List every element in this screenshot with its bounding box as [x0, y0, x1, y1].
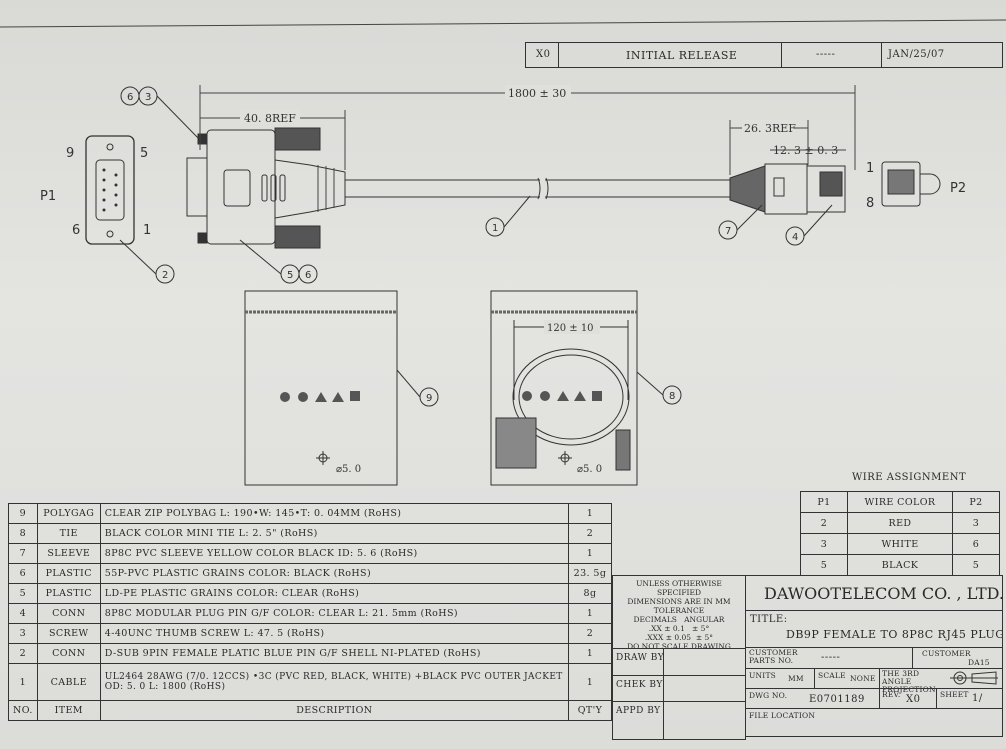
balloons: 6 3 2 5 6 1 7 4 9 8	[119, 86, 833, 407]
scale-label: SCALE	[818, 671, 846, 680]
dimension-db9-length: 40. 8REF	[244, 112, 296, 125]
p1-pin-1: 1	[143, 223, 151, 238]
balloon-6-bottom: 6	[298, 264, 318, 284]
svg-text:8: 8	[669, 391, 675, 402]
sheet-value: 1/	[972, 693, 983, 704]
svg-text:2: 2	[162, 270, 168, 281]
p1-connector-face	[85, 135, 135, 245]
title-block: DAWOOTELECOM CO. , LTD. TITLE: DB9P FEMA…	[745, 575, 1003, 737]
dimension-plug-length: 12. 3 ± 0. 3	[773, 144, 838, 157]
dimension-coil: 120 ± 10	[547, 323, 594, 334]
drawing-title: DB9P FEMALE TO 8P8C RJ45 PLUG	[786, 628, 1003, 641]
check-by-label: CHEK BY	[616, 680, 663, 690]
revision-description: INITIAL RELEASE	[626, 49, 738, 62]
balloon-6-top: 6	[120, 86, 140, 106]
rj45-side-view	[729, 163, 846, 215]
balloon-9: 9	[419, 387, 439, 407]
balloon-7: 7	[718, 220, 738, 240]
p1-pin-9: 9	[66, 146, 74, 161]
draw-by-label: DRAW BY	[616, 653, 665, 663]
p1-pin-5: 5	[140, 146, 148, 161]
rj45-face-view	[881, 161, 941, 207]
p1-pin-6: 6	[72, 223, 80, 238]
balloon-3-top: 3	[138, 86, 158, 106]
approved-by-label: APPD BY	[616, 706, 661, 716]
file-location-label: FILE LOCATION	[749, 711, 816, 720]
svg-text:5: 5	[287, 270, 293, 281]
units-label: UNITS	[749, 671, 776, 680]
third-angle-projection-icon	[950, 671, 998, 685]
scale-value: NONE	[850, 674, 876, 683]
customer-parts-label: CUSTOMER PARTS NO.	[749, 648, 798, 665]
p1-label: P1	[40, 189, 56, 204]
svg-text:4: 4	[792, 232, 798, 243]
hole-size-right: ⌀5. 0	[577, 464, 602, 475]
svg-text:6: 6	[305, 270, 311, 281]
company-name: DAWOOTELECOM CO. , LTD.	[764, 584, 1003, 603]
units-value: MM	[788, 674, 804, 683]
balloon-1: 1	[485, 217, 505, 237]
frame-border	[0, 19, 1006, 28]
balloon-2: 2	[155, 264, 175, 284]
revision-value: X0	[906, 694, 921, 705]
svg-text:7: 7	[725, 226, 731, 237]
drawing-number: E0701189	[809, 694, 865, 705]
customer-label: CUSTOMER	[922, 649, 971, 658]
revision-code: X0	[536, 49, 551, 60]
balloon-5-bottom: 5	[280, 264, 300, 284]
customer-value: DA15	[968, 658, 990, 667]
tolerance-block: UNLESS OTHERWISE SPECIFIED DIMENSIONS AR…	[612, 575, 746, 651]
customer-parts-value: -----	[821, 652, 841, 663]
dimension-rj45-length: 26. 3REF	[744, 122, 796, 135]
balloon-8: 8	[662, 385, 682, 405]
wire-assignment-title: WIRE ASSIGNMENT	[852, 472, 967, 483]
projection-label: THE 3RD ANGLE PROJECTION	[882, 669, 936, 694]
sheet-label: SHEET	[940, 690, 969, 699]
p2-pin-8: 8	[866, 196, 874, 211]
p2-label: P2	[950, 181, 966, 196]
revision-block: X0 INITIAL RELEASE ----- JAN/25/07	[525, 42, 1003, 68]
svg-text:1: 1	[492, 223, 498, 234]
signoff-block: DRAW BY CHEK BY APPD BY	[612, 648, 746, 740]
svg-text:6: 6	[127, 92, 133, 103]
svg-text:9: 9	[426, 393, 432, 404]
revision-by: -----	[816, 49, 836, 60]
dimension-total-length: 1800 ± 30	[508, 87, 566, 100]
revision-label: REV.	[882, 690, 901, 699]
svg-text:3: 3	[145, 92, 151, 103]
drawing-number-label: DWG NO.	[749, 691, 788, 700]
p2-pin-1: 1	[866, 161, 874, 176]
db9-side-view	[186, 127, 346, 249]
cable	[345, 177, 730, 200]
hole-size-left: ⌀5. 0	[336, 464, 361, 475]
polybag-with-cable: 120 ± 10 ⌀5. 0	[490, 290, 638, 486]
title-label: TITLE:	[750, 614, 788, 625]
revision-date: JAN/25/07	[888, 49, 945, 60]
balloon-4: 4	[785, 226, 805, 246]
polybag-empty: ⌀5. 0	[244, 290, 398, 486]
